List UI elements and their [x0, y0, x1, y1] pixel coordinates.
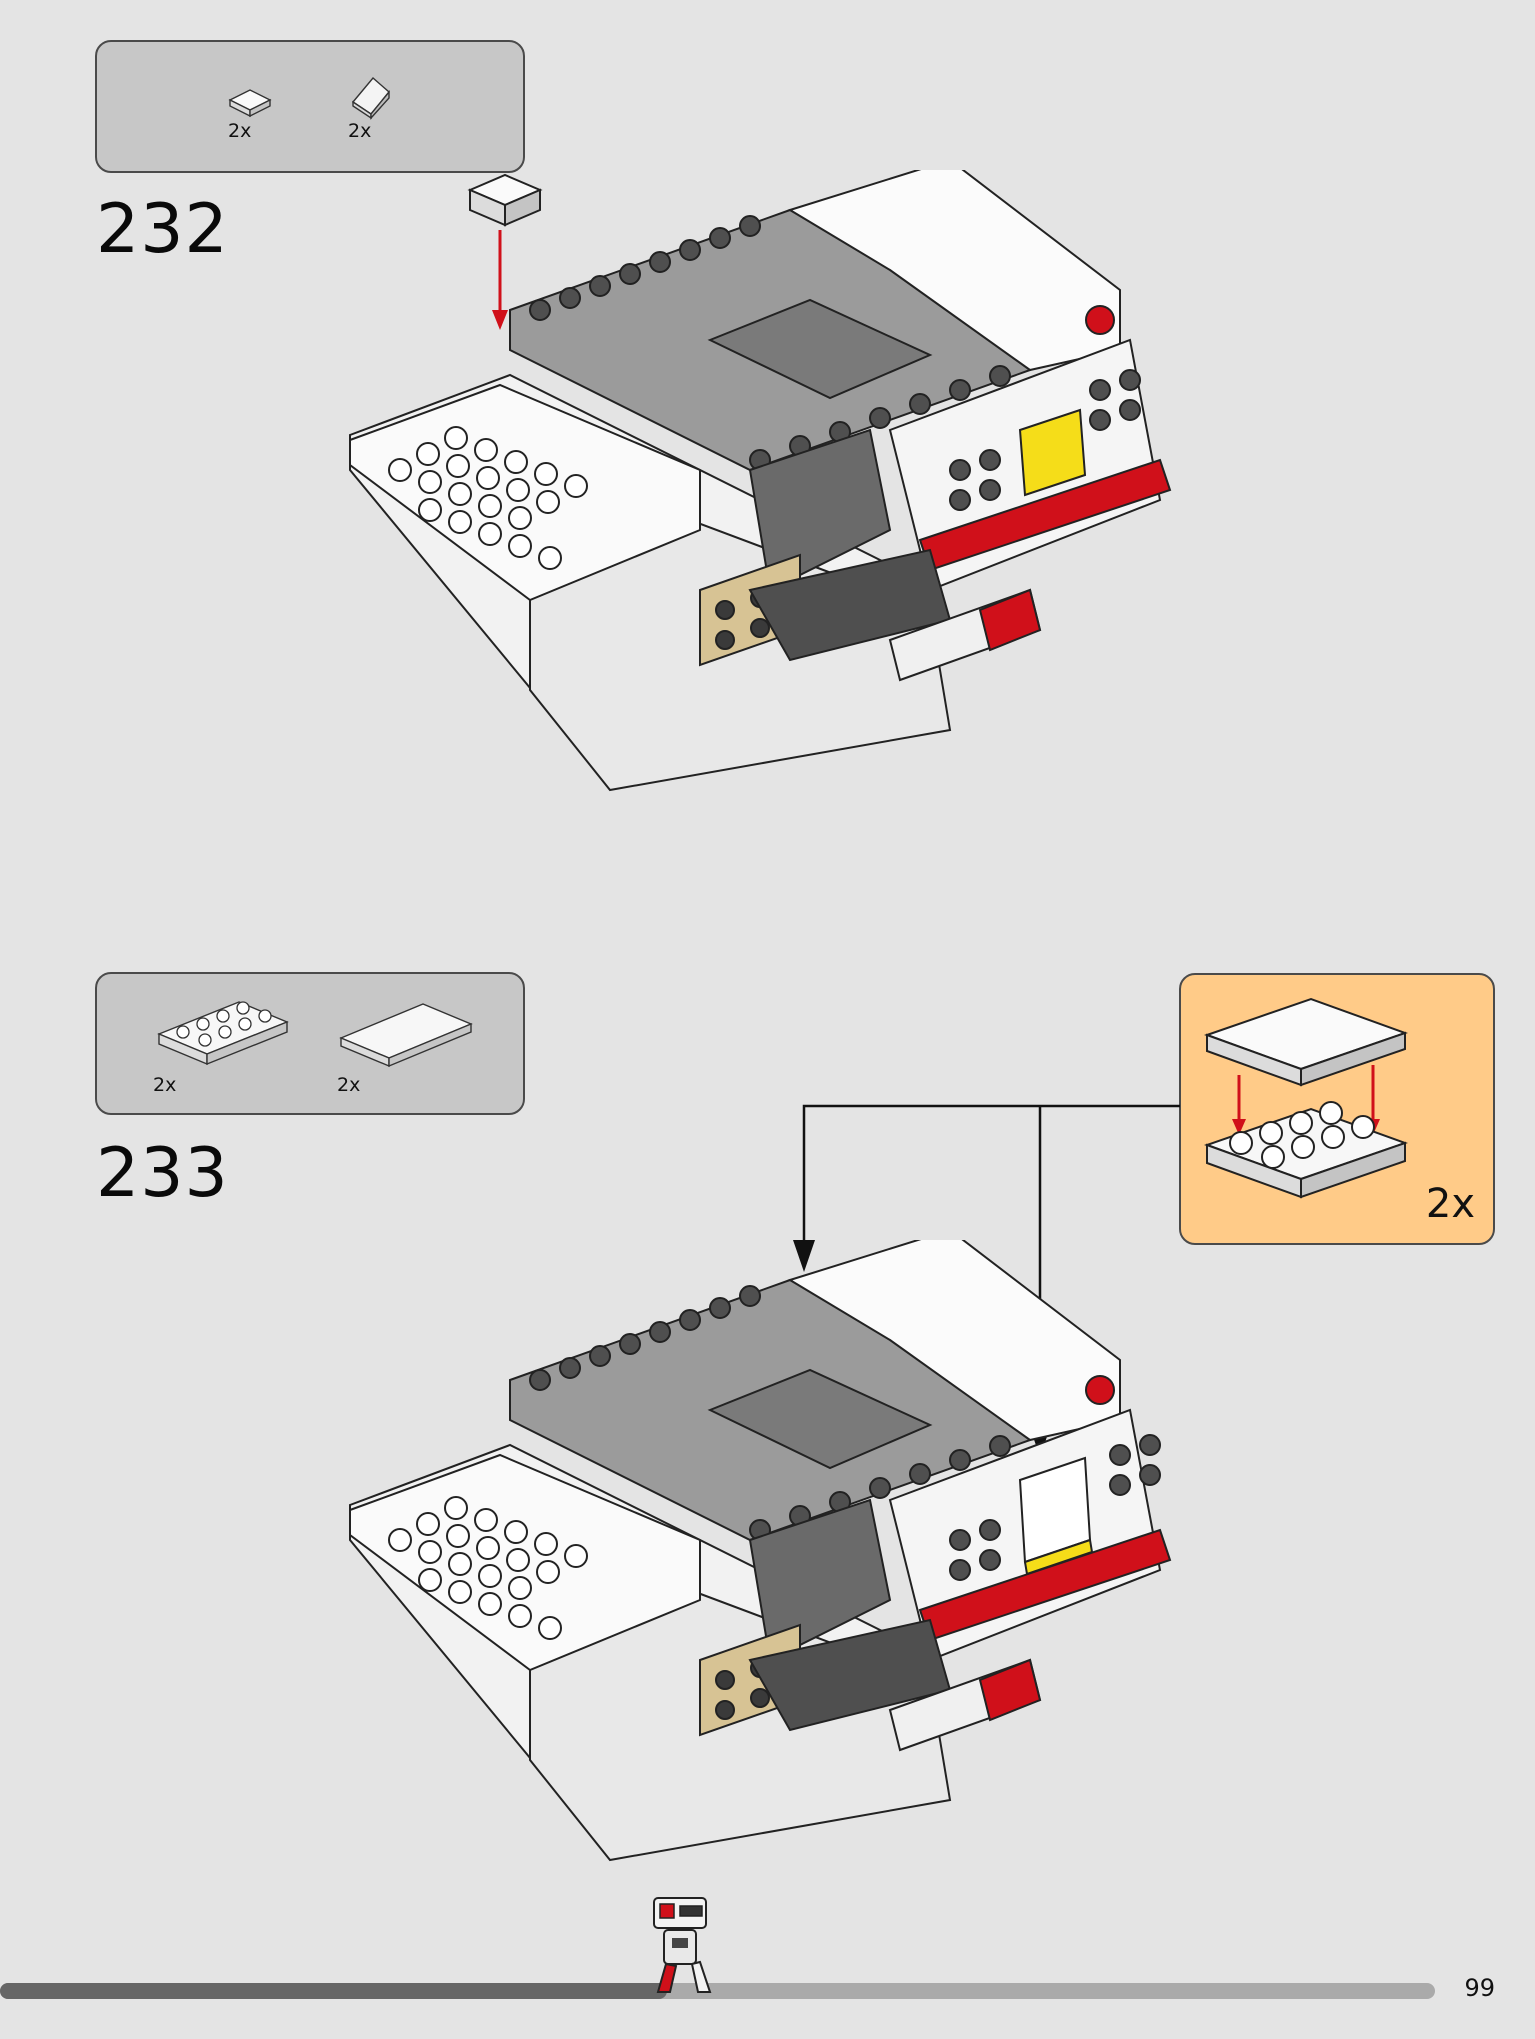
subassembly-callout: 2x	[1179, 973, 1495, 1245]
part-qty: 2x	[348, 120, 372, 142]
subassembly-qty: 2x	[1425, 1181, 1475, 1227]
progress-bar	[0, 1983, 1435, 1999]
part-slope-1x1: 2x	[345, 72, 395, 152]
part-qty: 2x	[228, 120, 252, 142]
page-number: 99	[1464, 1974, 1495, 2002]
tile-2x4-icon	[339, 1003, 473, 1068]
part-plate-2x4: 2x	[153, 994, 293, 1104]
tile-1x1-icon	[228, 89, 272, 118]
step-number: 233	[96, 1134, 229, 1213]
subassembly-illustration	[1204, 997, 1408, 1199]
step-number: 232	[96, 190, 229, 269]
part-tile-1x1: 2x	[225, 82, 275, 152]
plate-2x4-icon	[157, 1001, 289, 1066]
part-qty: 2x	[153, 1074, 177, 1096]
parts-box-step-232: 2x 2x	[95, 40, 525, 173]
progress-fill	[0, 1983, 668, 1999]
part-tile-2x4: 2x	[337, 994, 477, 1104]
part-qty: 2x	[337, 1074, 361, 1096]
slope-1x1-icon	[351, 77, 390, 120]
droid-marker-icon	[653, 1897, 712, 1993]
model-illustration-step-232	[349, 170, 1172, 792]
parts-box-step-233: 2x 2x	[95, 972, 525, 1115]
model-illustration-step-233	[349, 1240, 1172, 1862]
